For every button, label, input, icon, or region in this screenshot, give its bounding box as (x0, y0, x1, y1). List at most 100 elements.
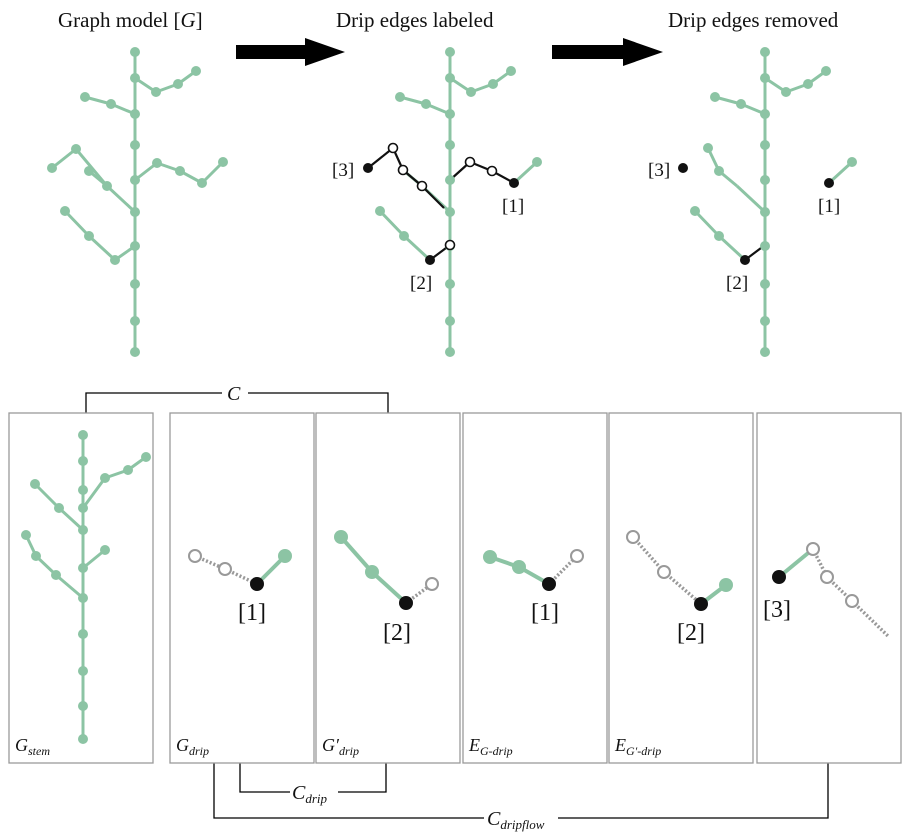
tree-node (421, 99, 431, 109)
component-panels (8, 412, 902, 764)
hollow-node (820, 570, 834, 584)
panel-g-drip: [1] (188, 549, 292, 626)
drip-edge (339, 535, 374, 574)
drip-edges (367, 147, 515, 261)
tree-node (714, 231, 724, 241)
panel-label: EG′-drip (614, 735, 661, 758)
component-panel (315, 412, 461, 764)
tree-node (130, 73, 140, 83)
tree-node (123, 465, 133, 475)
tree-nodes (21, 430, 151, 744)
tree-node (532, 157, 542, 167)
tree-node (191, 66, 201, 76)
tree-node (760, 316, 770, 326)
drip-dotted-edge (850, 599, 890, 638)
tree-node (130, 140, 140, 150)
tree-node (847, 157, 857, 167)
tree-node (78, 456, 88, 466)
tree-node (130, 109, 140, 119)
drip-edge (777, 547, 815, 579)
tree-node (760, 279, 770, 289)
tree-node (512, 560, 526, 574)
drip-label-1: [1] (818, 196, 840, 217)
hollow-node (845, 594, 859, 608)
tree-node (760, 347, 770, 357)
tree-edge (51, 147, 77, 170)
tree-node (483, 550, 497, 564)
tree-node (445, 47, 455, 57)
tree-node (399, 231, 409, 241)
drip-dotted-edge (631, 535, 666, 574)
tree-node (130, 47, 140, 57)
drip-node (425, 255, 435, 265)
bracket-c-dripflow-label: Cdripflow (487, 808, 545, 832)
tree-node (31, 551, 41, 561)
hollow-node (425, 577, 439, 591)
drip-label-2: [2] (726, 273, 748, 294)
tree-edge (87, 234, 117, 262)
tree-node (488, 79, 498, 89)
drip-label-1: [1] (531, 600, 559, 626)
tree-node (78, 593, 88, 603)
drip-label-2: [2] (410, 273, 432, 294)
tree-node (760, 140, 770, 150)
panel-stem-graph (21, 430, 151, 744)
tree-node (197, 178, 207, 188)
component-panel (608, 412, 754, 764)
tree-node (760, 207, 770, 217)
tree-edge (402, 234, 432, 262)
drip-label-3: [3] (332, 160, 354, 181)
tree-node (78, 485, 88, 495)
hollow-node (188, 549, 202, 563)
tree-node (78, 563, 88, 573)
drip-label-1: [1] (238, 600, 266, 626)
graph-model-tree (47, 47, 228, 357)
tree-nodes (47, 47, 228, 357)
tree-node (710, 92, 720, 102)
tree-edge (63, 209, 91, 238)
hollow-node (486, 165, 498, 177)
component-panel (756, 412, 902, 764)
tree-node (803, 79, 813, 89)
drip-node (509, 178, 519, 188)
hollow-node (806, 542, 820, 556)
hollow-node (657, 565, 671, 579)
tree-node (60, 206, 70, 216)
tree-node (100, 473, 110, 483)
tree-nodes (363, 47, 542, 357)
panel-drip-3: [3] (763, 542, 890, 638)
tree-edge (512, 160, 539, 185)
drip-node (678, 163, 688, 173)
tree-node (175, 166, 185, 176)
tree-node (71, 144, 81, 154)
tree-node (781, 87, 791, 97)
panel-e-g-prime-drip: [2] (626, 530, 733, 646)
tree-node (821, 66, 831, 76)
tree-node (151, 87, 161, 97)
drip-node (772, 570, 786, 584)
tree-nodes (678, 47, 857, 357)
drip-edge (370, 570, 408, 605)
tree-node (80, 92, 90, 102)
title-drip-removed: Drip edges removed (668, 8, 839, 32)
tree-node (54, 503, 64, 513)
panel-label: Gdrip (176, 735, 209, 758)
tree-node (445, 347, 455, 357)
bracket-c-label: C (227, 383, 241, 405)
hollow-node (464, 156, 476, 168)
tree-edge (33, 482, 61, 510)
component-panel (462, 412, 608, 764)
tree-node (84, 166, 94, 176)
drip-node (250, 577, 264, 591)
tree-node (84, 231, 94, 241)
hollow-node (416, 180, 428, 192)
tree-node (703, 143, 713, 153)
tree-node (466, 87, 476, 97)
tree-node (78, 701, 88, 711)
tree-edge (105, 184, 137, 214)
tree-node (78, 430, 88, 440)
tree-node (690, 206, 700, 216)
tree-node (365, 565, 379, 579)
tree-node (30, 479, 40, 489)
